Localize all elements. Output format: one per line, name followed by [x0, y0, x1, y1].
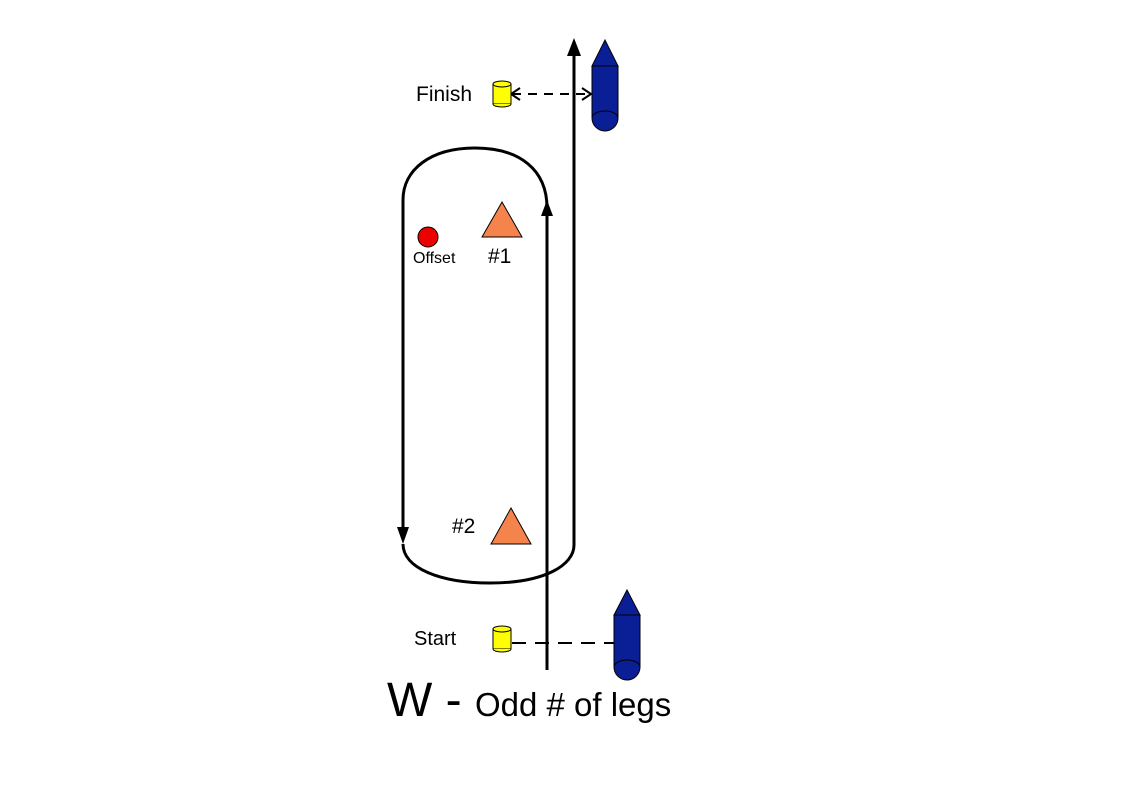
- mark-1-triangle-icon: [481, 200, 523, 238]
- title-main: Odd # of legs: [475, 686, 671, 723]
- finish-line-right-arrow-icon: [581, 87, 593, 101]
- course-loop-path: [401, 146, 549, 535]
- offset-label: Offset: [413, 250, 456, 267]
- offset-mark-icon: [417, 226, 439, 248]
- finish-pin-buoy-icon: [492, 80, 512, 108]
- mark-1-label: #1: [488, 245, 511, 268]
- diagram-title: W - Odd # of legs: [387, 674, 671, 727]
- start-leg-arrow-icon: [541, 200, 553, 216]
- course-bottom-loop-path: [401, 55, 576, 585]
- start-pin-buoy-icon: [492, 625, 512, 653]
- course-loop-down-arrow-icon: [397, 527, 409, 544]
- start-committee-boat-icon: [613, 588, 641, 681]
- finish-leg-arrow-icon: [567, 38, 581, 56]
- start-label: Start: [414, 628, 457, 650]
- finish-committee-boat-icon: [591, 38, 619, 132]
- mark-2-triangle-icon: [490, 506, 532, 545]
- mark-2-label: #2: [452, 515, 475, 538]
- finish-label: Finish: [416, 83, 472, 106]
- title-prefix: W -: [387, 674, 475, 727]
